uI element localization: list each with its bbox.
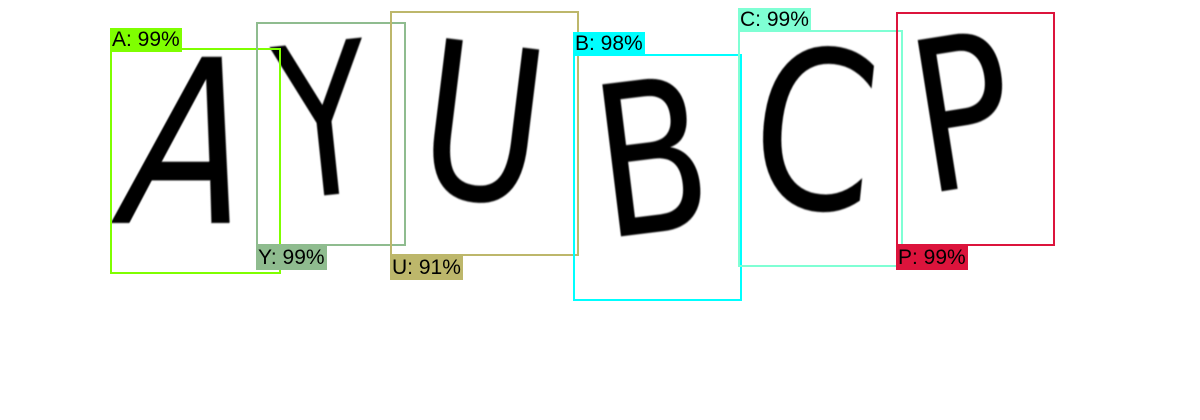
label-y: Y: 99% [256, 246, 327, 270]
label-a: A: 99% [110, 28, 182, 52]
bbox-c [738, 30, 903, 267]
bbox-a [110, 48, 281, 274]
label-u: U: 91% [390, 256, 463, 280]
bbox-p [896, 12, 1055, 246]
label-b: B: 98% [573, 32, 645, 56]
bbox-b [573, 54, 742, 301]
bbox-y [256, 22, 406, 246]
bbox-u [390, 11, 579, 256]
label-p: P: 99% [896, 246, 968, 270]
label-c: C: 99% [738, 8, 811, 32]
